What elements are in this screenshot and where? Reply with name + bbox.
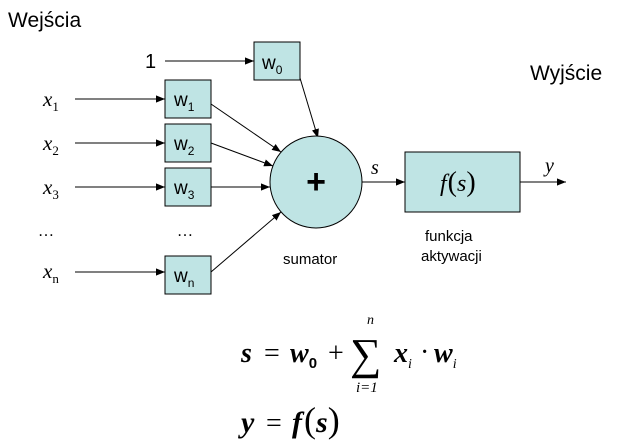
svg-text:s: s (240, 338, 252, 369)
w0-to-sum-arrow (299, 77, 319, 139)
weight-box-w3: w3 (164, 167, 212, 207)
svg-text:w0: w0 (290, 338, 317, 372)
svg-text:=: = (264, 338, 280, 369)
weight-box-w0: w0 (253, 41, 301, 81)
weight-box-w2: w2 (164, 123, 212, 163)
formula-activation: y = f(s) (238, 400, 340, 440)
bias-input-label: 1 (145, 51, 156, 73)
summator-node: + (269, 135, 363, 229)
inputs-title: Wejścia (8, 9, 81, 32)
activation-label-line2: aktywacji (421, 248, 482, 265)
svg-text:+: + (328, 338, 344, 369)
svg-text:w0: w0 (261, 53, 283, 77)
w2-to-sum-arrow (210, 142, 274, 167)
svg-text:xi: xi (393, 338, 412, 372)
svg-text:wn: wn (173, 266, 194, 290)
formula-sum: s = w0 + n ∑ i=1 xi · wi (240, 313, 457, 396)
svg-text:∑: ∑ (350, 330, 381, 379)
svg-text:w2: w2 (173, 134, 195, 158)
output-title: Wyjście (530, 62, 602, 85)
svg-text:i=1: i=1 (356, 380, 378, 396)
weight-box-w1: w1 (164, 79, 212, 119)
inputs-ellipsis: … (38, 223, 54, 240)
activation-label-line1: funkcja (425, 228, 473, 245)
svg-text:f(s): f(s) (440, 167, 476, 198)
svg-text:n: n (367, 313, 374, 328)
svg-text:·: · (420, 337, 429, 368)
svg-text:f(s): f(s) (292, 400, 340, 440)
svg-text:=: = (266, 408, 282, 439)
sum-plus-symbol: + (306, 163, 326, 201)
signal-y-label: y (543, 155, 554, 177)
activation-box: f(s) (404, 151, 521, 213)
input-xn-label: xn (42, 259, 59, 286)
wn-to-sum-arrow (210, 211, 282, 273)
svg-text:w3: w3 (173, 178, 195, 202)
svg-text:y: y (238, 406, 255, 439)
summator-label: sumator (283, 251, 337, 268)
w1-to-sum-arrow (210, 103, 282, 153)
weight-box-wn: wn (164, 255, 212, 295)
input-x3-label: x3 (42, 175, 59, 202)
input-x1-label: x1 (42, 87, 59, 114)
svg-text:w1: w1 (173, 90, 195, 114)
input-x2-label: x2 (42, 131, 59, 158)
svg-text:wi: wi (434, 338, 457, 372)
signal-s-label: s (371, 157, 379, 179)
weights-ellipsis: … (177, 223, 193, 240)
